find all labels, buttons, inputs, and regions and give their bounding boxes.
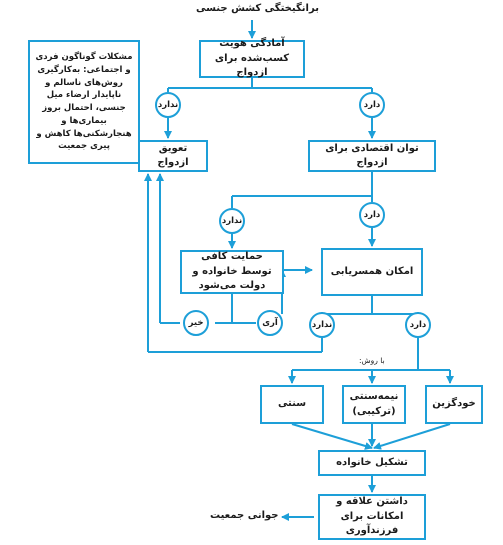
- support-box: حمایت کافی توسط خانواده و دولت می‌شود: [180, 250, 284, 294]
- desire-box: داشتن علاقه و امکانات برای فرزندآوری: [318, 494, 426, 540]
- has-economic-circle: دارد: [359, 202, 385, 228]
- no-circle: خیر: [183, 310, 209, 336]
- not-economic-circle: ندارد: [219, 208, 245, 234]
- has-matching-circle: دارد: [405, 312, 431, 338]
- has-identity-circle: دارد: [359, 92, 385, 118]
- semi-traditional-box: نیمه‌سنتی (ترکیبی): [342, 385, 406, 424]
- economic-box: توان اقتصادی برای ازدواج: [308, 140, 436, 172]
- problems-box: مشکلات گوناگون فردی و اجتماعی: به‌کارگیر…: [28, 40, 140, 164]
- not-matching-circle: ندارد: [309, 312, 335, 338]
- title-label: برانگیختگی کشش جنسی: [196, 3, 319, 14]
- youth-label: جوانی جمعیت: [210, 510, 279, 521]
- method-label: با روش:: [359, 356, 385, 365]
- self-select-box: خودگزین: [425, 385, 483, 424]
- delay-box: تعویق ازدواج: [138, 140, 208, 172]
- yes-circle: آری: [257, 310, 283, 336]
- matching-box: امکان همسریابی: [321, 248, 423, 296]
- family-box: تشکیل خانواده: [318, 450, 426, 476]
- identity-box: آمادگی هویت کسب‌شده برای ازدواج: [199, 38, 305, 78]
- traditional-box: سنتی: [260, 385, 324, 424]
- not-identity-circle: ندارد: [155, 92, 181, 118]
